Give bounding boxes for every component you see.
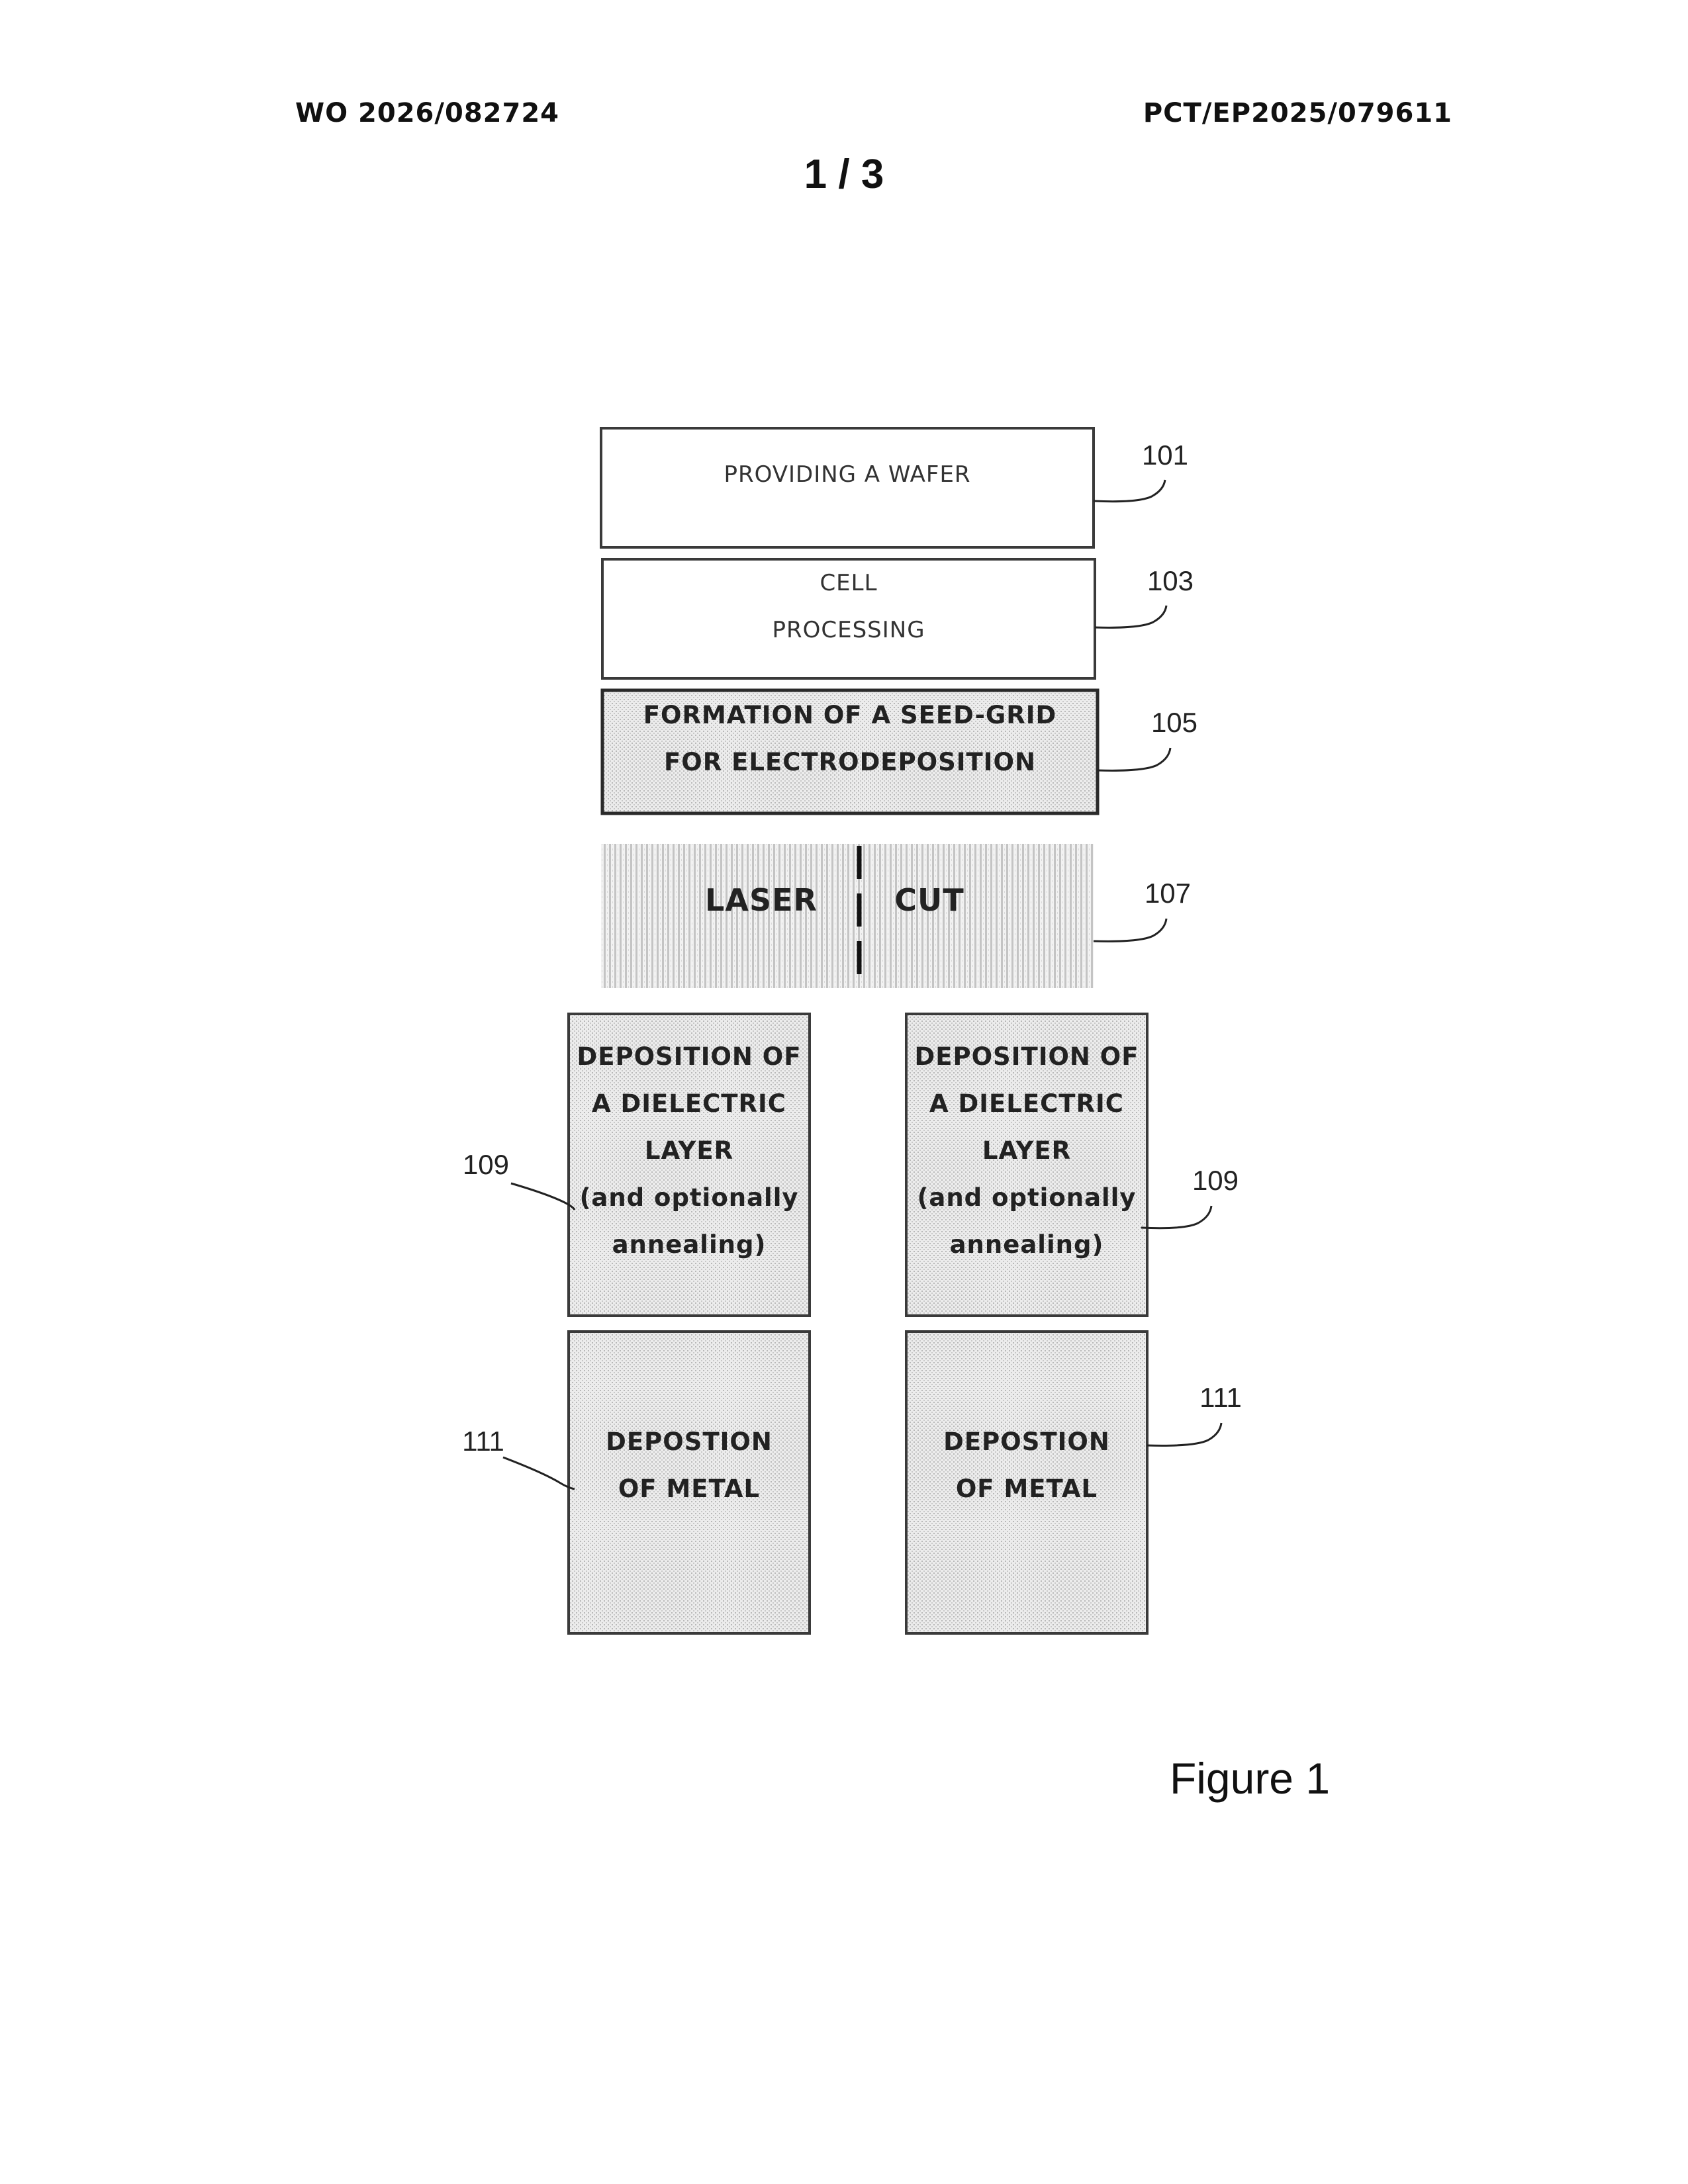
step-109-right-line-3: LAYER bbox=[982, 1136, 1071, 1165]
step-109-left-dielectric: DEPOSITION OF A DIELECTRIC LAYER (and op… bbox=[463, 1014, 810, 1316]
step-111-right-line-1: DEPOSTION bbox=[943, 1428, 1110, 1456]
step-109-left-line-3: LAYER bbox=[645, 1136, 733, 1165]
ref-103: 103 bbox=[1147, 565, 1194, 596]
figure-label: Figure 1 bbox=[1170, 1754, 1330, 1803]
leader-107 bbox=[1094, 919, 1166, 941]
step-111-right-line-2: OF METAL bbox=[956, 1475, 1098, 1503]
step-103-label-line-1: CELL bbox=[820, 570, 877, 596]
step-103-cell-processing: CELL PROCESSING 103 bbox=[602, 559, 1194, 678]
step-109-right-dielectric: DEPOSITION OF A DIELECTRIC LAYER (and op… bbox=[906, 1014, 1239, 1316]
leader-105 bbox=[1098, 748, 1170, 770]
step-107-label-right: CUT bbox=[894, 882, 964, 918]
step-109-left-line-2: A DIELECTRIC bbox=[592, 1089, 786, 1118]
step-111-left-line-2: OF METAL bbox=[618, 1475, 760, 1503]
leader-101 bbox=[1094, 480, 1165, 502]
leader-111-right bbox=[1147, 1423, 1221, 1445]
step-105-seed-grid: FORMATION OF A SEED-GRID FOR ELECTRODEPO… bbox=[602, 690, 1197, 813]
step-103-label-line-2: PROCESSING bbox=[772, 617, 925, 643]
step-101-providing-wafer: PROVIDING A WAFER 101 bbox=[601, 428, 1188, 547]
step-109-right-line-1: DEPOSITION OF bbox=[914, 1042, 1139, 1071]
step-109-right-line-2: A DIELECTRIC bbox=[929, 1089, 1124, 1118]
ref-107: 107 bbox=[1145, 878, 1191, 909]
ref-111-left: 111 bbox=[462, 1426, 504, 1457]
step-105-label-line-2: FOR ELECTRODEPOSITION bbox=[664, 748, 1036, 776]
ref-109-right: 109 bbox=[1192, 1165, 1239, 1196]
step-109-left-line-5: annealing) bbox=[612, 1230, 767, 1259]
ref-111-right: 111 bbox=[1199, 1382, 1242, 1413]
ref-101: 101 bbox=[1142, 439, 1188, 471]
step-109-left-line-1: DEPOSITION OF bbox=[577, 1042, 801, 1071]
step-111-right-metal: DEPOSTION OF METAL 111 bbox=[906, 1332, 1242, 1633]
step-109-right-line-5: annealing) bbox=[950, 1230, 1104, 1259]
step-109-left-line-4: (and optionally bbox=[579, 1183, 798, 1212]
step-101-box bbox=[601, 428, 1094, 547]
step-109-right-line-4: (and optionally bbox=[917, 1183, 1136, 1212]
step-105-label-line-1: FORMATION OF A SEED-GRID bbox=[643, 701, 1057, 729]
leader-103 bbox=[1095, 606, 1166, 627]
leader-109-right bbox=[1141, 1206, 1211, 1228]
leader-109-left bbox=[511, 1183, 575, 1210]
step-101-label-line-1: PROVIDING A WAFER bbox=[724, 461, 970, 488]
step-111-left-metal: DEPOSTION OF METAL 111 bbox=[462, 1332, 810, 1633]
ref-105: 105 bbox=[1151, 707, 1197, 738]
ref-109-left: 109 bbox=[463, 1149, 509, 1180]
leader-111-left bbox=[503, 1457, 575, 1489]
step-107-laser-cut: LASER CUT 107 bbox=[601, 844, 1191, 988]
step-111-left-line-1: DEPOSTION bbox=[606, 1428, 773, 1456]
step-107-box bbox=[601, 844, 1094, 988]
step-107-label-left: LASER bbox=[705, 882, 818, 918]
